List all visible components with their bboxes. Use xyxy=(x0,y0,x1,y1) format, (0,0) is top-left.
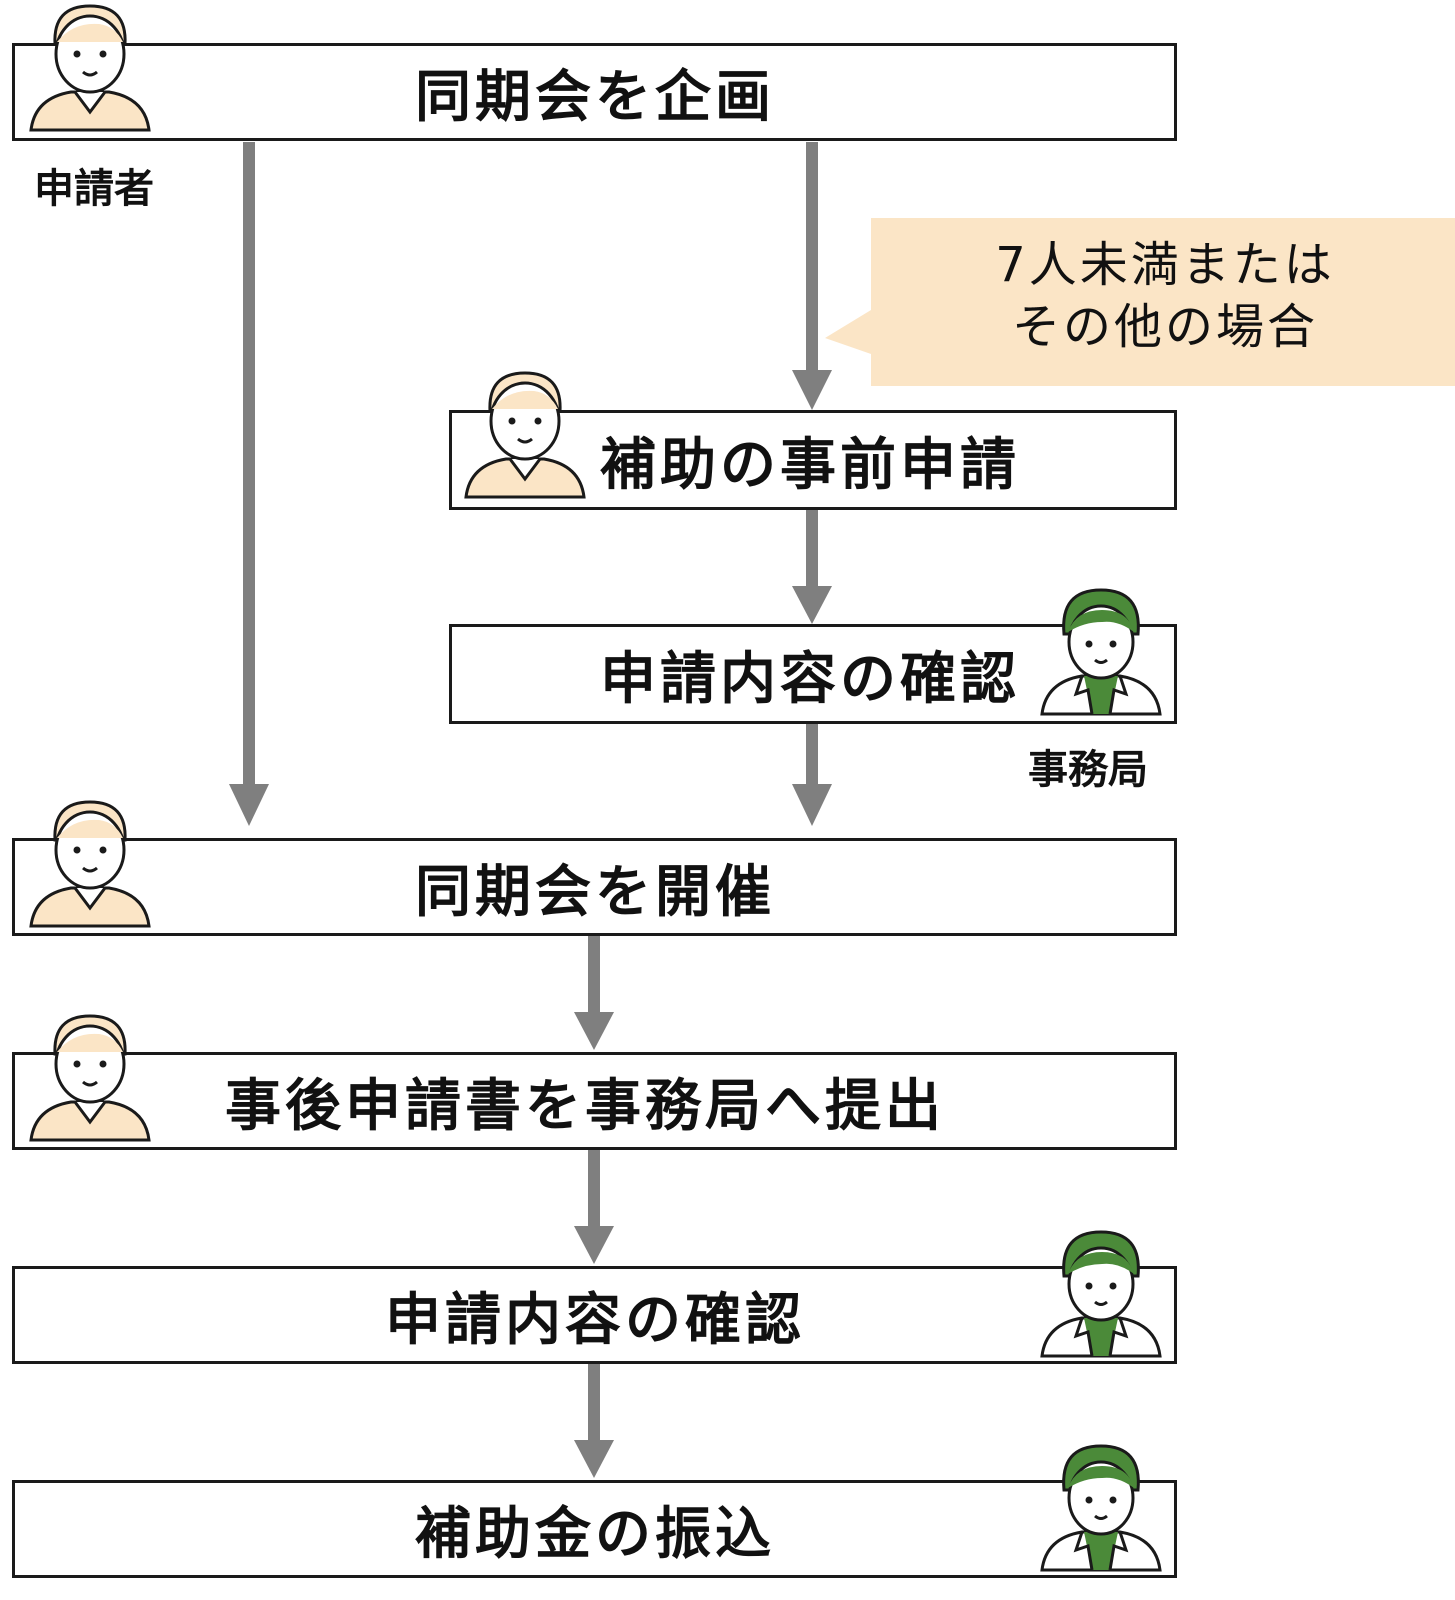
step-box-hold: 同期会を開催 xyxy=(12,838,1177,936)
applicant-person-icon xyxy=(29,800,151,928)
arrow-plan-to-preapply xyxy=(792,142,832,410)
callout-line-1: 7人未満または xyxy=(995,237,1335,293)
step-label-plan: 同期会を企画 xyxy=(415,64,775,130)
office-staff-icon xyxy=(1040,1444,1162,1572)
arrow-plan-to-hold xyxy=(229,142,269,826)
office-staff-icon xyxy=(1040,588,1162,716)
condition-callout-bubble xyxy=(825,218,1455,386)
step-label-review-1: 申請内容の確認 xyxy=(600,646,1020,712)
applicant-person-icon xyxy=(29,4,151,132)
step-label-hold: 同期会を開催 xyxy=(415,859,775,925)
step-label-transfer: 補助金の振込 xyxy=(415,1501,775,1567)
step-label-post-apply: 事後申請書を事務局へ提出 xyxy=(225,1073,945,1139)
arrow-review2-to-transfer xyxy=(574,1362,614,1478)
step-box-post-apply: 事後申請書を事務局へ提出 xyxy=(12,1052,1177,1150)
role-label-applicant: 申請者 xyxy=(34,166,154,212)
step-box-transfer: 補助金の振込 xyxy=(12,1480,1177,1578)
role-label-office: 事務局 xyxy=(1028,747,1148,793)
step-box-plan: 同期会を企画 xyxy=(12,43,1177,141)
callout-line-2: その他の場合 xyxy=(1011,299,1318,355)
step-label-review-2: 申請内容の確認 xyxy=(385,1287,805,1353)
step-box-review-2: 申請内容の確認 xyxy=(12,1266,1177,1364)
arrow-hold-to-postapply xyxy=(574,934,614,1050)
condition-callout-text: 7人未満または その他の場合 xyxy=(905,234,1425,358)
arrow-postapply-to-review2 xyxy=(574,1148,614,1264)
arrow-review1-to-hold xyxy=(792,722,832,826)
applicant-person-icon xyxy=(29,1014,151,1142)
office-staff-icon xyxy=(1040,1230,1162,1358)
arrow-preapply-to-review1 xyxy=(792,508,832,624)
applicant-person-icon xyxy=(464,371,586,499)
step-label-pre-apply: 補助の事前申請 xyxy=(600,432,1020,498)
